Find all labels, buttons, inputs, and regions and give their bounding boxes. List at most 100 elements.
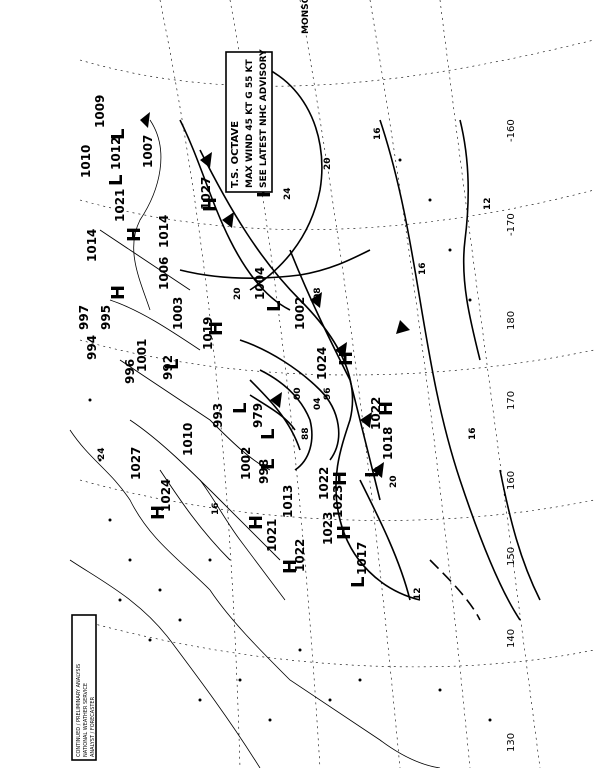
pressure-label: 1027 <box>199 177 213 210</box>
high-center: H <box>376 401 397 416</box>
advisory-title: T.S. OCTAVE <box>230 121 241 188</box>
legend-line-1: CONTINUED / PRELIMINARY ANALYSIS <box>76 664 82 757</box>
pressure-label: 1023 <box>321 512 335 545</box>
pressure-label: 998 <box>257 459 271 484</box>
pressure-label: 996 <box>123 359 137 384</box>
isobar-label: 16 <box>468 427 478 440</box>
pressure-label: 1013 <box>281 485 295 518</box>
isobar-label: 12 <box>413 587 423 600</box>
pressure-label: 1006 <box>157 257 171 290</box>
isobar-label: 20 <box>323 157 333 170</box>
low-center: L <box>106 175 127 186</box>
isobars <box>99 59 541 621</box>
high-center: H <box>200 197 221 212</box>
pressure-label: 1022 <box>293 539 307 572</box>
coastline <box>69 119 441 768</box>
pressure-label: 1023 <box>331 485 345 518</box>
high-center: H <box>246 515 267 530</box>
longitude-label: 140 <box>506 629 517 648</box>
station-plots <box>88 158 492 722</box>
isobar-label: 20 <box>233 287 243 300</box>
high-center: H <box>124 227 145 242</box>
high-center: H <box>148 505 169 520</box>
pressure-label: 1002 <box>293 297 307 330</box>
longitude-label: 180 <box>506 311 517 330</box>
isobar-value-labels: 20 16 12 24 16 16 12 08 04 00 96 88 16 2… <box>97 127 493 600</box>
pressure-label: 1012 <box>109 137 123 170</box>
low-center: L <box>230 403 251 414</box>
high-center: H <box>206 321 227 336</box>
pressure-label: 1017 <box>355 542 369 575</box>
pressure-label: 997 <box>77 305 91 330</box>
low-center: L <box>264 301 285 312</box>
pressure-label: 1021 <box>265 519 279 552</box>
low-center: L <box>348 577 369 588</box>
isobar-label: 96 <box>323 387 333 400</box>
low-center: L <box>162 359 183 370</box>
isobar-label: 12 <box>483 197 493 210</box>
advisory-box: T.S. OCTAVE MAX WIND 45 KT G 55 KT SEE L… <box>225 49 273 193</box>
high-center: H <box>336 351 357 366</box>
pressure-label: 1014 <box>85 229 99 262</box>
pressure-label: 993 <box>211 403 225 428</box>
high-center: H <box>280 559 301 574</box>
isobar-label: 16 <box>373 127 383 140</box>
low-center: L <box>258 429 279 440</box>
pressure-label: 1022 <box>317 467 331 500</box>
isobar-label: 24 <box>283 187 293 200</box>
pressure-label: 1010 <box>181 423 195 456</box>
pressure-label: 1018 <box>381 427 395 460</box>
pressure-label: 995 <box>99 305 113 330</box>
low-center: L <box>258 459 279 470</box>
pressure-label: 979 <box>251 403 265 428</box>
longitude-label: 160 <box>506 471 517 490</box>
isobar-label: 00 <box>293 387 303 400</box>
low-center: L <box>362 467 383 478</box>
pressure-label: 994 <box>85 335 99 360</box>
high-pressure-centers: H H H H H H H H H H H H <box>108 183 397 574</box>
pressure-label: 1010 <box>79 145 93 178</box>
pressure-label: 1009 <box>93 95 107 128</box>
longitude-label: 130 <box>506 733 517 752</box>
pressure-label: 1003 <box>171 297 185 330</box>
high-center: H <box>334 525 355 540</box>
advisory-note: SEE LATEST NHC ADVISORY <box>259 49 269 188</box>
isobar-label: 04 <box>313 397 323 410</box>
advisory-wind: MAX WIND 45 KT G 55 KT <box>245 59 255 188</box>
isobar-label: 08 <box>313 287 323 300</box>
pressure-label: 1014 <box>157 215 171 248</box>
isobar-label: 16 <box>418 262 428 275</box>
longitude-label: -160 <box>506 119 517 142</box>
legend-line-2: NATIONAL WEATHER SERVICE <box>83 683 89 757</box>
graticule <box>79 0 594 768</box>
pressure-label: 1019 <box>201 317 215 350</box>
longitude-label: -170 <box>506 213 517 236</box>
low-center: L <box>108 129 129 140</box>
longitude-labels: -160 -170 180 170 160 150 140 130 <box>506 119 517 752</box>
pressure-label: 1004 <box>253 267 267 300</box>
legend-line-3: ANALYST / FORECASTER <box>90 696 96 757</box>
longitude-label: 150 <box>506 547 517 566</box>
pressure-label: 1002 <box>239 447 253 480</box>
pressure-label: 1024 <box>159 479 173 512</box>
pressure-label: 1021 <box>113 189 127 222</box>
longitude-label: 170 <box>506 391 517 410</box>
pressure-label: 1024 <box>315 347 329 380</box>
pressure-labels: 1027 1014 1021 1009 1007 1010 1012 1006 … <box>77 95 395 575</box>
corner-label: MONSO <box>301 0 311 34</box>
pressure-label: 1007 <box>141 135 155 168</box>
isobar-label: 88 <box>301 427 311 440</box>
pressure-label: 1022 <box>369 397 383 430</box>
fronts <box>140 112 410 501</box>
pressure-label: 1027 <box>129 447 143 480</box>
high-center: H <box>330 471 351 486</box>
low-pressure-centers: L L L L L L L L L <box>106 129 383 588</box>
isobar-label: 16 <box>211 502 221 515</box>
legend-box: CONTINUED / PRELIMINARY ANALYSIS NATIONA… <box>71 614 97 761</box>
isobar-label: 20 <box>389 475 399 488</box>
isobar-label: 24 <box>97 447 107 460</box>
high-center: H <box>108 285 129 300</box>
pressure-label: 992 <box>161 355 175 380</box>
pressure-label: 1001 <box>135 339 149 372</box>
